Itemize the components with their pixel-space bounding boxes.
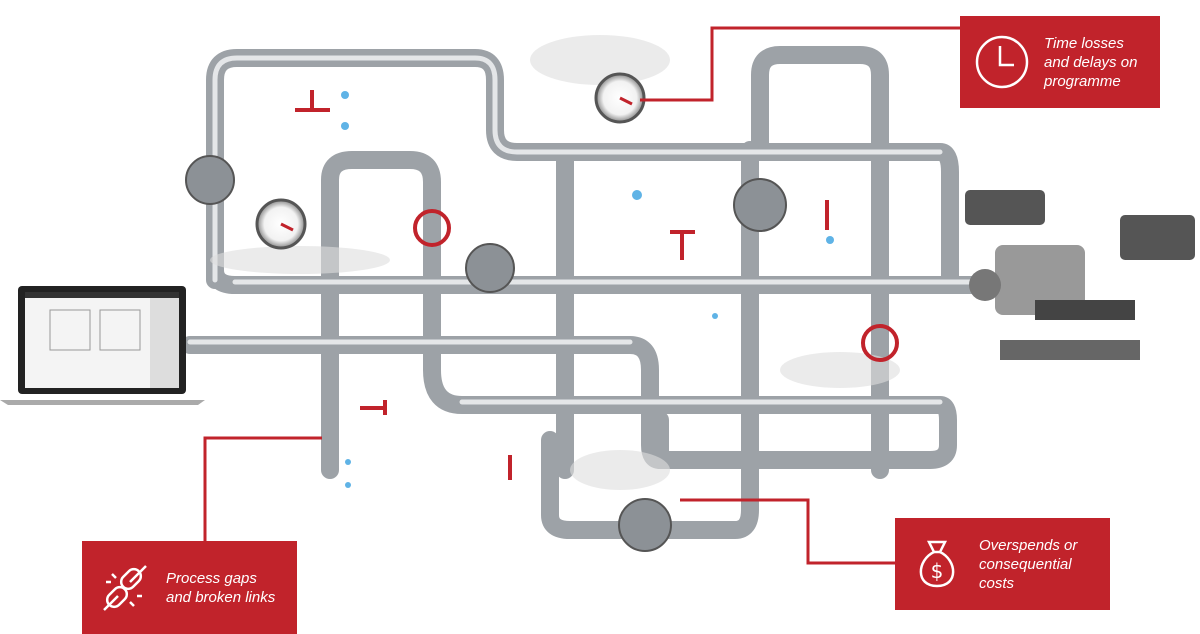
callout-gaps-label: Process gaps and broken links (166, 569, 276, 606)
laptop-icon (0, 286, 205, 405)
callout-process-gaps: Process gaps and broken links (82, 541, 297, 634)
callout-overspends: $ Overspends or consequential costs (895, 518, 1110, 610)
broken-chain-icon (103, 564, 147, 611)
connector-lines (203, 26, 960, 565)
clock-icon (975, 35, 1029, 89)
money-bag-icon: $ (919, 540, 955, 588)
valves (295, 90, 899, 480)
callout-cost-label: Overspends or consequential costs (979, 536, 1078, 592)
knots (185, 155, 787, 552)
pipe-highlights (187, 55, 978, 405)
callout-time-losses: Time losses and delays on programme (960, 16, 1160, 108)
svg-text:$: $ (931, 559, 944, 583)
gauges (255, 72, 646, 250)
callout-time-label: Time losses and delays on programme (1044, 34, 1138, 90)
engine-icon (965, 190, 1195, 360)
smoke (210, 35, 900, 490)
water-drops (341, 91, 834, 488)
